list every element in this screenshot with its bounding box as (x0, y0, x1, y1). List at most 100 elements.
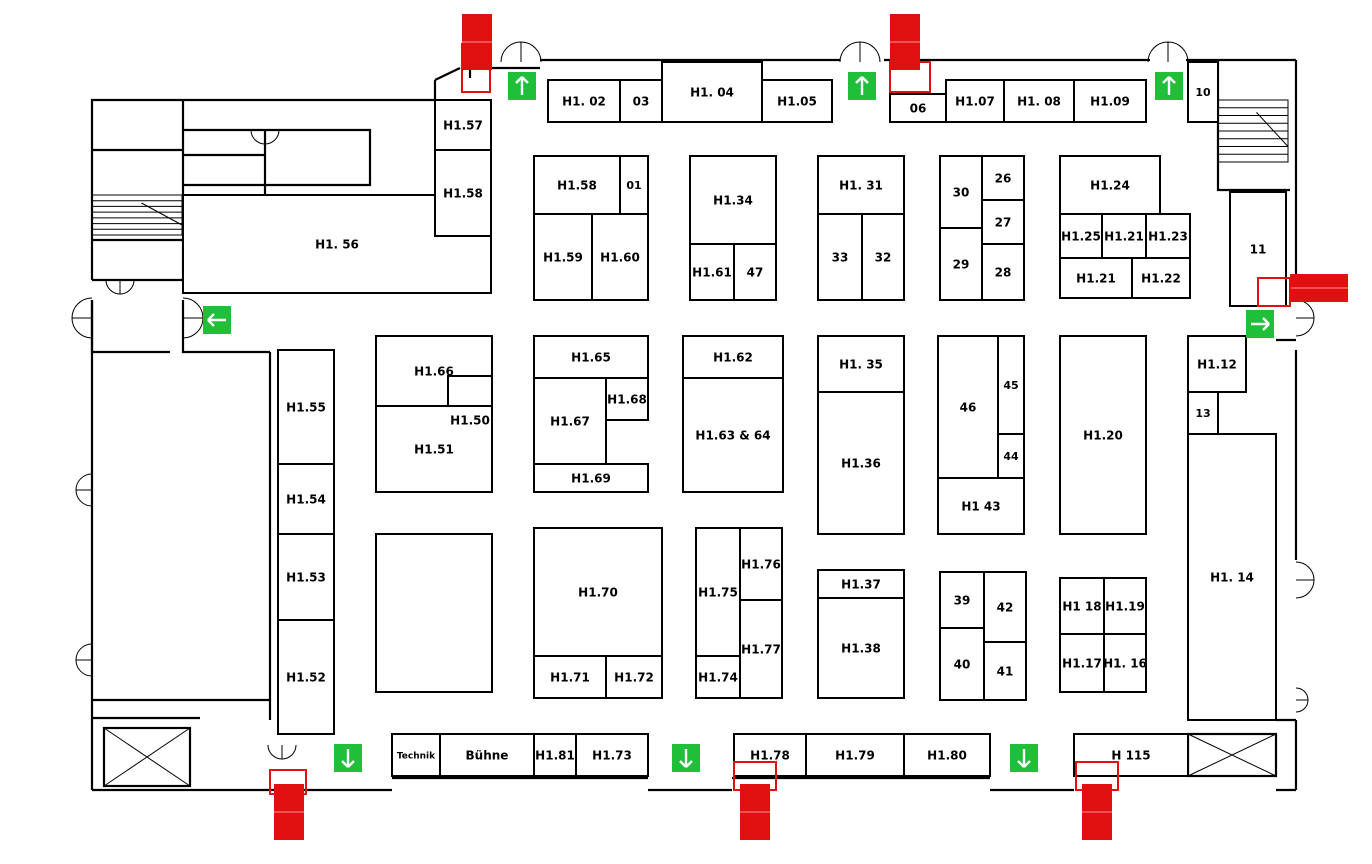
booth-label: 26 (995, 172, 1012, 186)
booth-h1-77[interactable] (739, 599, 783, 699)
exit-arrow-icon-down (672, 744, 700, 772)
booth-h1-34[interactable] (689, 155, 777, 245)
lift-shaft-icon (1186, 732, 1278, 778)
booth-label: H1.05 (777, 95, 817, 109)
booth-label: 13 (1195, 407, 1210, 420)
booth-h1-21b[interactable] (1059, 257, 1133, 299)
booth-label: H1. 04 (690, 86, 734, 100)
booth-label: H1.65 (571, 351, 611, 365)
booth-h1-08[interactable] (1003, 79, 1075, 123)
booth-h1-79[interactable] (805, 733, 905, 777)
booth-h1-22[interactable] (1131, 257, 1191, 299)
booth-label: H1.12 (1197, 358, 1237, 372)
booth-h1-70[interactable] (533, 527, 663, 657)
booth-h1-115[interactable] (1073, 733, 1189, 777)
booth-h1-33[interactable] (817, 213, 863, 301)
exit-arrow-icon-left (203, 306, 231, 334)
exit-sign-layer (203, 14, 1348, 840)
booth-h1-42[interactable] (983, 571, 1027, 643)
booth-h1-31[interactable] (817, 155, 905, 215)
booth-h1-02[interactable] (547, 79, 621, 123)
booth-h1-51[interactable] (375, 405, 493, 493)
booth-h1-52[interactable] (277, 619, 335, 735)
booth-h1-06[interactable] (889, 93, 947, 123)
booth-h1-18[interactable] (1059, 577, 1105, 635)
booth-label: 28 (995, 266, 1012, 280)
booth-h1-01[interactable] (619, 155, 649, 215)
booth-h1-75[interactable] (695, 527, 741, 657)
booth-h1-38[interactable] (817, 597, 905, 699)
booth-label: H1.24 (1090, 179, 1130, 193)
booth-label: Technik (397, 751, 436, 761)
booth-label: H1.77 (741, 643, 781, 657)
booth-h1-04[interactable] (661, 61, 763, 123)
booth-h1-67[interactable] (533, 377, 607, 465)
door-swing-icon (1295, 561, 1315, 599)
door-swing-icon (105, 279, 135, 295)
booth-h1-07[interactable] (945, 79, 1005, 123)
booth-label: H1.59 (543, 251, 583, 265)
wall-segment (1216, 60, 1290, 192)
booth-label: H1.75 (698, 586, 738, 600)
wall-segment (92, 698, 270, 720)
booth-h1-37[interactable] (817, 569, 905, 599)
booth-technik[interactable] (391, 733, 441, 777)
booth-h1-23[interactable] (1145, 213, 1191, 259)
booth-buehne[interactable] (439, 733, 535, 777)
booth-h1-60[interactable] (591, 213, 649, 301)
booth-label: H1.69 (571, 472, 611, 486)
hall-walls (71, 41, 1315, 792)
exit-arrow-icon-up (848, 72, 876, 100)
booth-h1-28[interactable] (981, 243, 1025, 301)
booth-h1-05[interactable] (761, 79, 833, 123)
booth-label: H1.76 (741, 558, 781, 572)
booth-h1-17[interactable] (1059, 633, 1105, 693)
emergency-exit-marker-icon (733, 761, 777, 840)
booth-unlabeled-block[interactable] (375, 533, 493, 693)
booth-label: H1. 14 (1210, 571, 1254, 585)
booth-h1-13[interactable] (1187, 391, 1219, 435)
booth-h1-78[interactable] (733, 733, 807, 777)
booth-h1-03[interactable] (619, 79, 663, 123)
booth-h1-43[interactable] (937, 477, 1025, 535)
door-swing-icon (839, 41, 881, 63)
booth-h1-69[interactable] (533, 463, 649, 493)
booth-h1-58a[interactable] (434, 149, 492, 237)
booth-label: H1.37 (841, 578, 881, 592)
door-swing-icon (75, 473, 93, 507)
booth-h1-09[interactable] (1073, 79, 1147, 123)
door-swing-icon (267, 744, 297, 760)
booth-h1-74[interactable] (695, 655, 741, 699)
booth-h1-20[interactable] (1059, 335, 1147, 535)
booth-h1-55[interactable] (277, 349, 335, 465)
booth-label: H1.58 (443, 187, 483, 201)
booth-label: 44 (1003, 450, 1019, 463)
booth-h1-26[interactable] (981, 155, 1025, 201)
door-swing-icon (500, 41, 542, 63)
booth-h1-10[interactable] (1187, 61, 1219, 123)
door-swing-icon (71, 297, 93, 339)
booth-label: H1.36 (841, 457, 881, 471)
booth-h1-45[interactable] (997, 335, 1025, 435)
booth-h1-44[interactable] (997, 433, 1025, 479)
booth-h1-71[interactable] (533, 655, 607, 699)
booth-h1-12[interactable] (1187, 335, 1247, 393)
booth-h1-16[interactable] (1103, 633, 1147, 693)
booth-h1-40[interactable] (939, 627, 985, 701)
booth-h1-47[interactable] (733, 243, 777, 301)
booth-label: H1.73 (592, 749, 632, 763)
booth-h1-73[interactable] (575, 733, 649, 777)
wall-segment (1276, 338, 1296, 722)
booth-h1-41[interactable] (983, 641, 1027, 701)
door-swing-icon (250, 129, 280, 145)
booth-h1-72[interactable] (605, 655, 663, 699)
booth-label: Bühne (466, 749, 509, 763)
booth-h1-14[interactable] (1187, 433, 1277, 721)
booth-h1-35[interactable] (817, 335, 905, 393)
booth-h1-63-64[interactable] (682, 377, 784, 493)
booth-h1-36[interactable] (817, 391, 905, 535)
booth-h1-32[interactable] (861, 213, 905, 301)
booth-label: H1.67 (550, 415, 590, 429)
